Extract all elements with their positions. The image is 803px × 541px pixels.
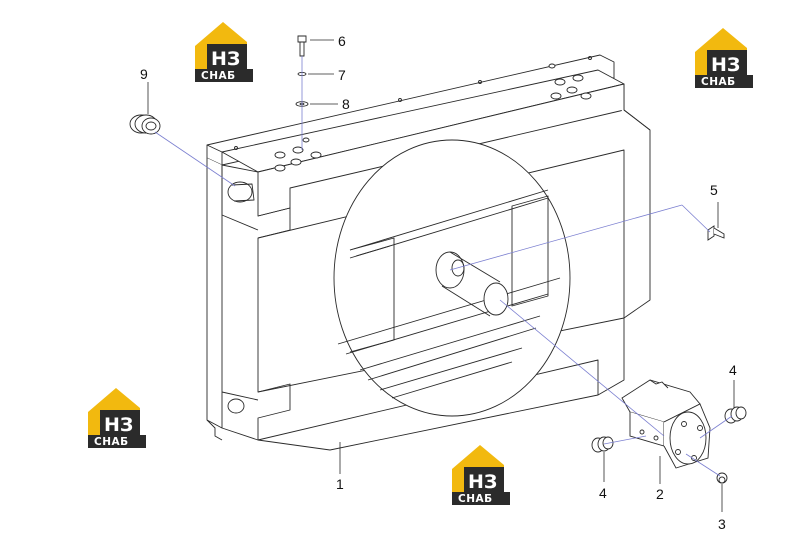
callout-leaders [147,39,735,512]
fitting-4-right [724,406,747,424]
callout-6: 6 [338,33,346,49]
leader-lines [154,56,733,477]
radiator-assembly [206,54,651,451]
logo-bottom-text: СНАБ [94,436,129,448]
watermark-logo: НЗ СНАБ [695,28,753,88]
callout-7: 7 [338,67,346,83]
logo-bottom-text: СНАБ [458,493,493,505]
callout-8: 8 [342,96,350,112]
fitting-4-left [591,436,614,453]
watermark-logo: НЗ СНАБ [195,22,253,82]
callout-5: 5 [710,182,718,198]
callout-2: 2 [656,486,664,502]
logo-top-text: НЗ [468,471,497,493]
callout-4-left: 4 [599,485,607,501]
bolt-5 [707,225,725,241]
fitting-9 [129,114,161,135]
callout-1: 1 [336,476,344,492]
logo-top-text: НЗ [211,48,240,70]
callout-9: 9 [140,66,148,82]
watermark-logo: НЗ СНАБ [452,445,510,505]
hydraulic-pump [621,379,711,469]
callout-4-right: 4 [729,362,737,378]
callout-3: 3 [718,516,726,532]
logo-top-text: НЗ [104,414,133,436]
watermark-logo: НЗ СНАБ [88,388,146,448]
logo-top-text: НЗ [711,54,740,76]
plug-3 [716,472,728,484]
logo-bottom-text: СНАБ [701,76,736,88]
logo-bottom-text: СНАБ [201,70,236,82]
